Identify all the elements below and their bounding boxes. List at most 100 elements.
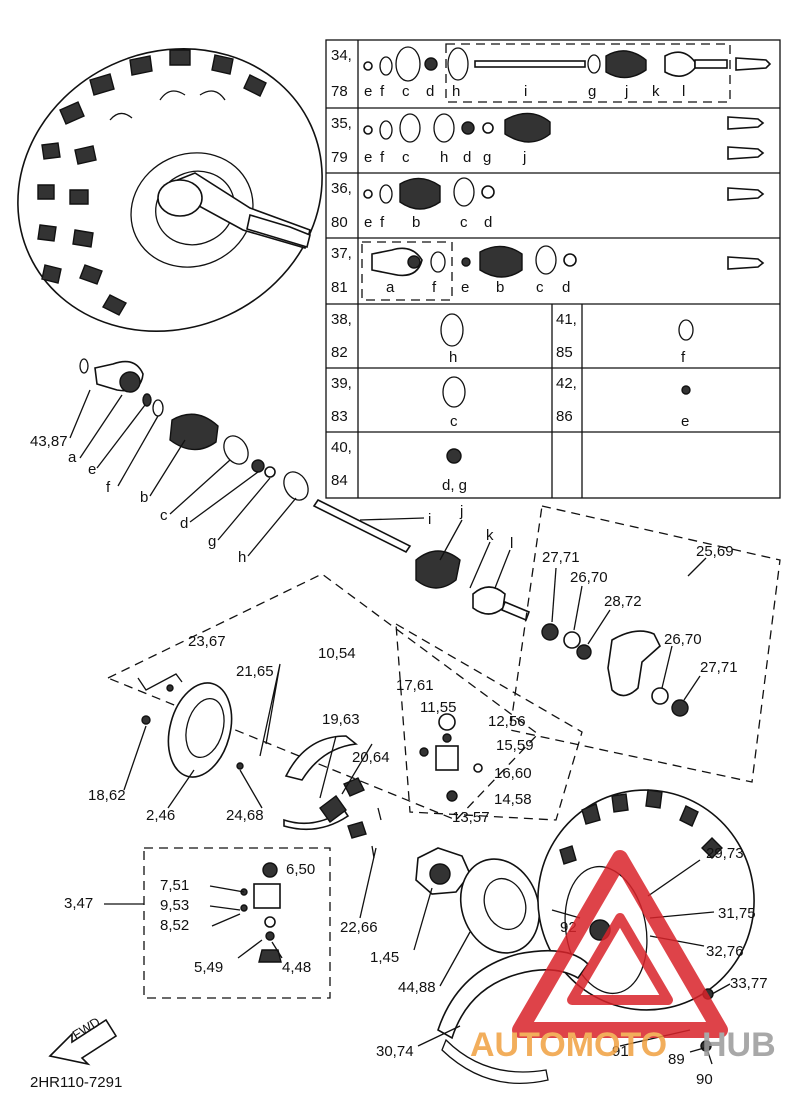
row-36-num: 36, [331,180,352,197]
row35-letter-c: c [402,149,410,166]
row37-letter-a: a [386,279,395,296]
callout-c: c [160,507,168,524]
callout-h: h [238,549,246,566]
cam-lever-group: 6,50 7,51 9,53 8,52 3,47 5,49 4,48 22,66 [64,847,378,999]
callout-b: b [140,489,148,506]
callout-17-61: 17,61 [396,677,434,694]
callout-27-71-bottom: 27,71 [700,659,738,676]
row-42-num: 42, [556,375,577,392]
callout-7-51: 7,51 [160,877,189,894]
callout-14-58: 14,58 [494,791,532,808]
row-39-num: 39, [331,375,352,392]
row34-letter-c: c [402,83,410,100]
callout-9-53: 9,53 [160,897,189,914]
callout-44-88: 44,88 [398,979,436,996]
row-84-num: 84 [331,472,348,489]
row-78-num: 78 [331,83,348,100]
callout-33-77: 33,77 [730,975,768,992]
row35-letter-f: f [380,149,385,166]
fwd-arrow: FWD [48,1014,118,1066]
callout-16-60: 16,60 [494,765,532,782]
row35-letter-h: h [440,149,448,166]
callout-11-55: 11,55 [420,699,456,716]
callout-28-72: 28,72 [604,593,642,610]
row34-letter-g: g [588,83,596,100]
watermark-text-a: AUTOMOTO [470,1026,667,1064]
row34-letter-d: d [426,83,434,100]
callout-i: i [428,511,431,528]
callout-27-71-top: 27,71 [542,549,580,566]
parts-table: 34, 78 35, 79 36, 80 37, 81 38, 82 39, 8… [325,39,781,499]
callout-1-45: 1,45 [370,949,399,966]
row35-letter-e: e [364,149,372,166]
callout-19-63: 19,63 [322,711,360,728]
row34-letter-i: i [524,83,527,100]
watermark-text-b: HUB [702,1026,776,1064]
row35-letter-g: g [483,149,491,166]
callout-32-76: 32,76 [706,943,744,960]
row36-letter-e: e [364,214,372,231]
row34-letter-e: e [364,83,372,100]
callout-15-59: 15,59 [496,737,534,754]
callout-18-62: 18,62 [88,787,126,804]
row-38-num: 38, [331,311,352,328]
row39-letter-c: c [450,413,458,430]
callout-j: j [459,503,463,520]
row35-letter-d: d [463,149,471,166]
callout-a: a [68,449,77,466]
row34-letter-j: j [624,83,628,100]
callout-10-54: 10,54 [318,645,356,662]
row35-letter-j: j [522,149,526,166]
row36-letter-c: c [460,214,468,231]
watermark-logo: AUTOMOTO HUB [470,850,776,1064]
row-82-num: 82 [331,344,348,361]
callout-90: 90 [696,1071,713,1088]
row34-letter-k: k [652,83,660,100]
callout-31-75: 31,75 [718,905,756,922]
callout-12-56: 12,56 [488,713,526,730]
callout-89: 89 [668,1051,685,1068]
callout-21-65: 21,65 [236,663,274,680]
row37-letter-b: b [496,279,504,296]
row37-letter-d: d [562,279,570,296]
knuckle-group: 25,69 27,71 26,70 28,72 26,70 27,71 [509,505,781,783]
brake-group: 23,67 21,65 10,54 17,61 11,55 12,56 19,6… [88,573,583,859]
callout-29-73: 29,73 [706,845,744,862]
row-86-num: 86 [556,408,573,425]
callout-e: e [88,461,96,478]
row-80-num: 80 [331,214,348,231]
row-85-num: 85 [556,344,573,361]
callout-g: g [208,533,216,550]
callout-l: l [510,535,513,552]
callout-25-69: 25,69 [696,543,734,560]
row-83-num: 83 [331,408,348,425]
callout-20-64: 20,64 [352,749,390,766]
row-41-num: 41, [556,311,577,328]
row36-letter-b: b [412,214,420,231]
row41-letter-f: f [681,349,686,366]
callout-22-66: 22,66 [340,919,378,936]
driveshaft-exploded: 43,87 a e f b c d g h i j k l [30,358,531,622]
callout-26-70-top: 26,70 [570,569,608,586]
callout-f: f [106,479,111,496]
row-40-num: 40, [331,439,352,456]
row37-letter-c: c [536,279,544,296]
row37-letter-e: e [461,279,469,296]
row-35-num: 35, [331,115,352,132]
row40-letter-dg: d, g [442,477,467,494]
rear-wheel-illustration [17,48,323,332]
callout-43-87: 43,87 [30,433,68,450]
callout-6-50: 6,50 [286,861,315,878]
callout-30-74: 30,74 [376,1043,414,1060]
callout-24-68: 24,68 [226,807,264,824]
row36-letter-f: f [380,214,385,231]
row37-letter-f: f [432,279,437,296]
row38-letter-h: h [449,349,457,366]
row-34-num: 34, [331,47,352,64]
callout-91: 91 [612,1043,629,1060]
row36-letter-d: d [484,214,492,231]
callout-13-57: 13,57 [452,809,490,826]
row-37-num: 37, [331,245,352,262]
callout-26-70-bottom: 26,70 [664,631,702,648]
